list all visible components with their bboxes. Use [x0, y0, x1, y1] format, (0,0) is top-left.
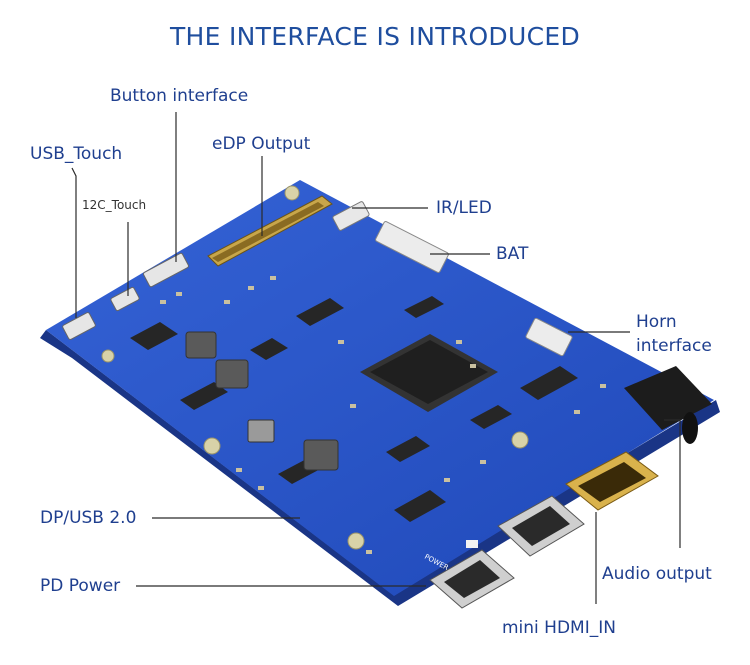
ic-chips — [130, 296, 578, 522]
inductors — [185, 331, 339, 471]
label-bat: BAT — [496, 244, 529, 264]
i2c-touch-connector — [110, 286, 140, 312]
label-audio-output: Audio output — [602, 564, 712, 584]
audio-jack — [624, 366, 712, 444]
label-ir-led: IR/LED — [436, 198, 492, 218]
button-connector — [143, 252, 189, 288]
label-mini-hdmi-in: mini HDMI_IN — [502, 618, 616, 638]
main-chip — [360, 334, 498, 412]
usb-c-pd-port — [429, 540, 515, 609]
label-usb-touch: USB_Touch — [30, 144, 123, 164]
label-dp-usb: DP/USB 2.0 — [40, 508, 137, 528]
label-horn-interface-1: Horn — [636, 312, 677, 332]
label-edp-output: eDP Output — [212, 134, 311, 154]
usb-touch-connector — [62, 312, 96, 340]
board-surface — [46, 180, 714, 596]
page-title: THE INTERFACE IS INTRODUCED — [169, 22, 580, 51]
label-i2c-touch: 12C_Touch — [82, 198, 147, 212]
leader-lines — [71, 112, 681, 604]
label-button-interface: Button interface — [110, 86, 249, 106]
bat-connector — [375, 221, 449, 273]
label-pd-power: PD Power — [40, 576, 121, 596]
smd-parts — [160, 276, 606, 554]
horn-connector — [525, 317, 573, 357]
mini-hdmi-port — [565, 451, 659, 511]
label-horn-interface-2: interface — [636, 336, 712, 356]
edp-connector — [207, 195, 333, 267]
usb-c-dp-port — [497, 495, 585, 557]
